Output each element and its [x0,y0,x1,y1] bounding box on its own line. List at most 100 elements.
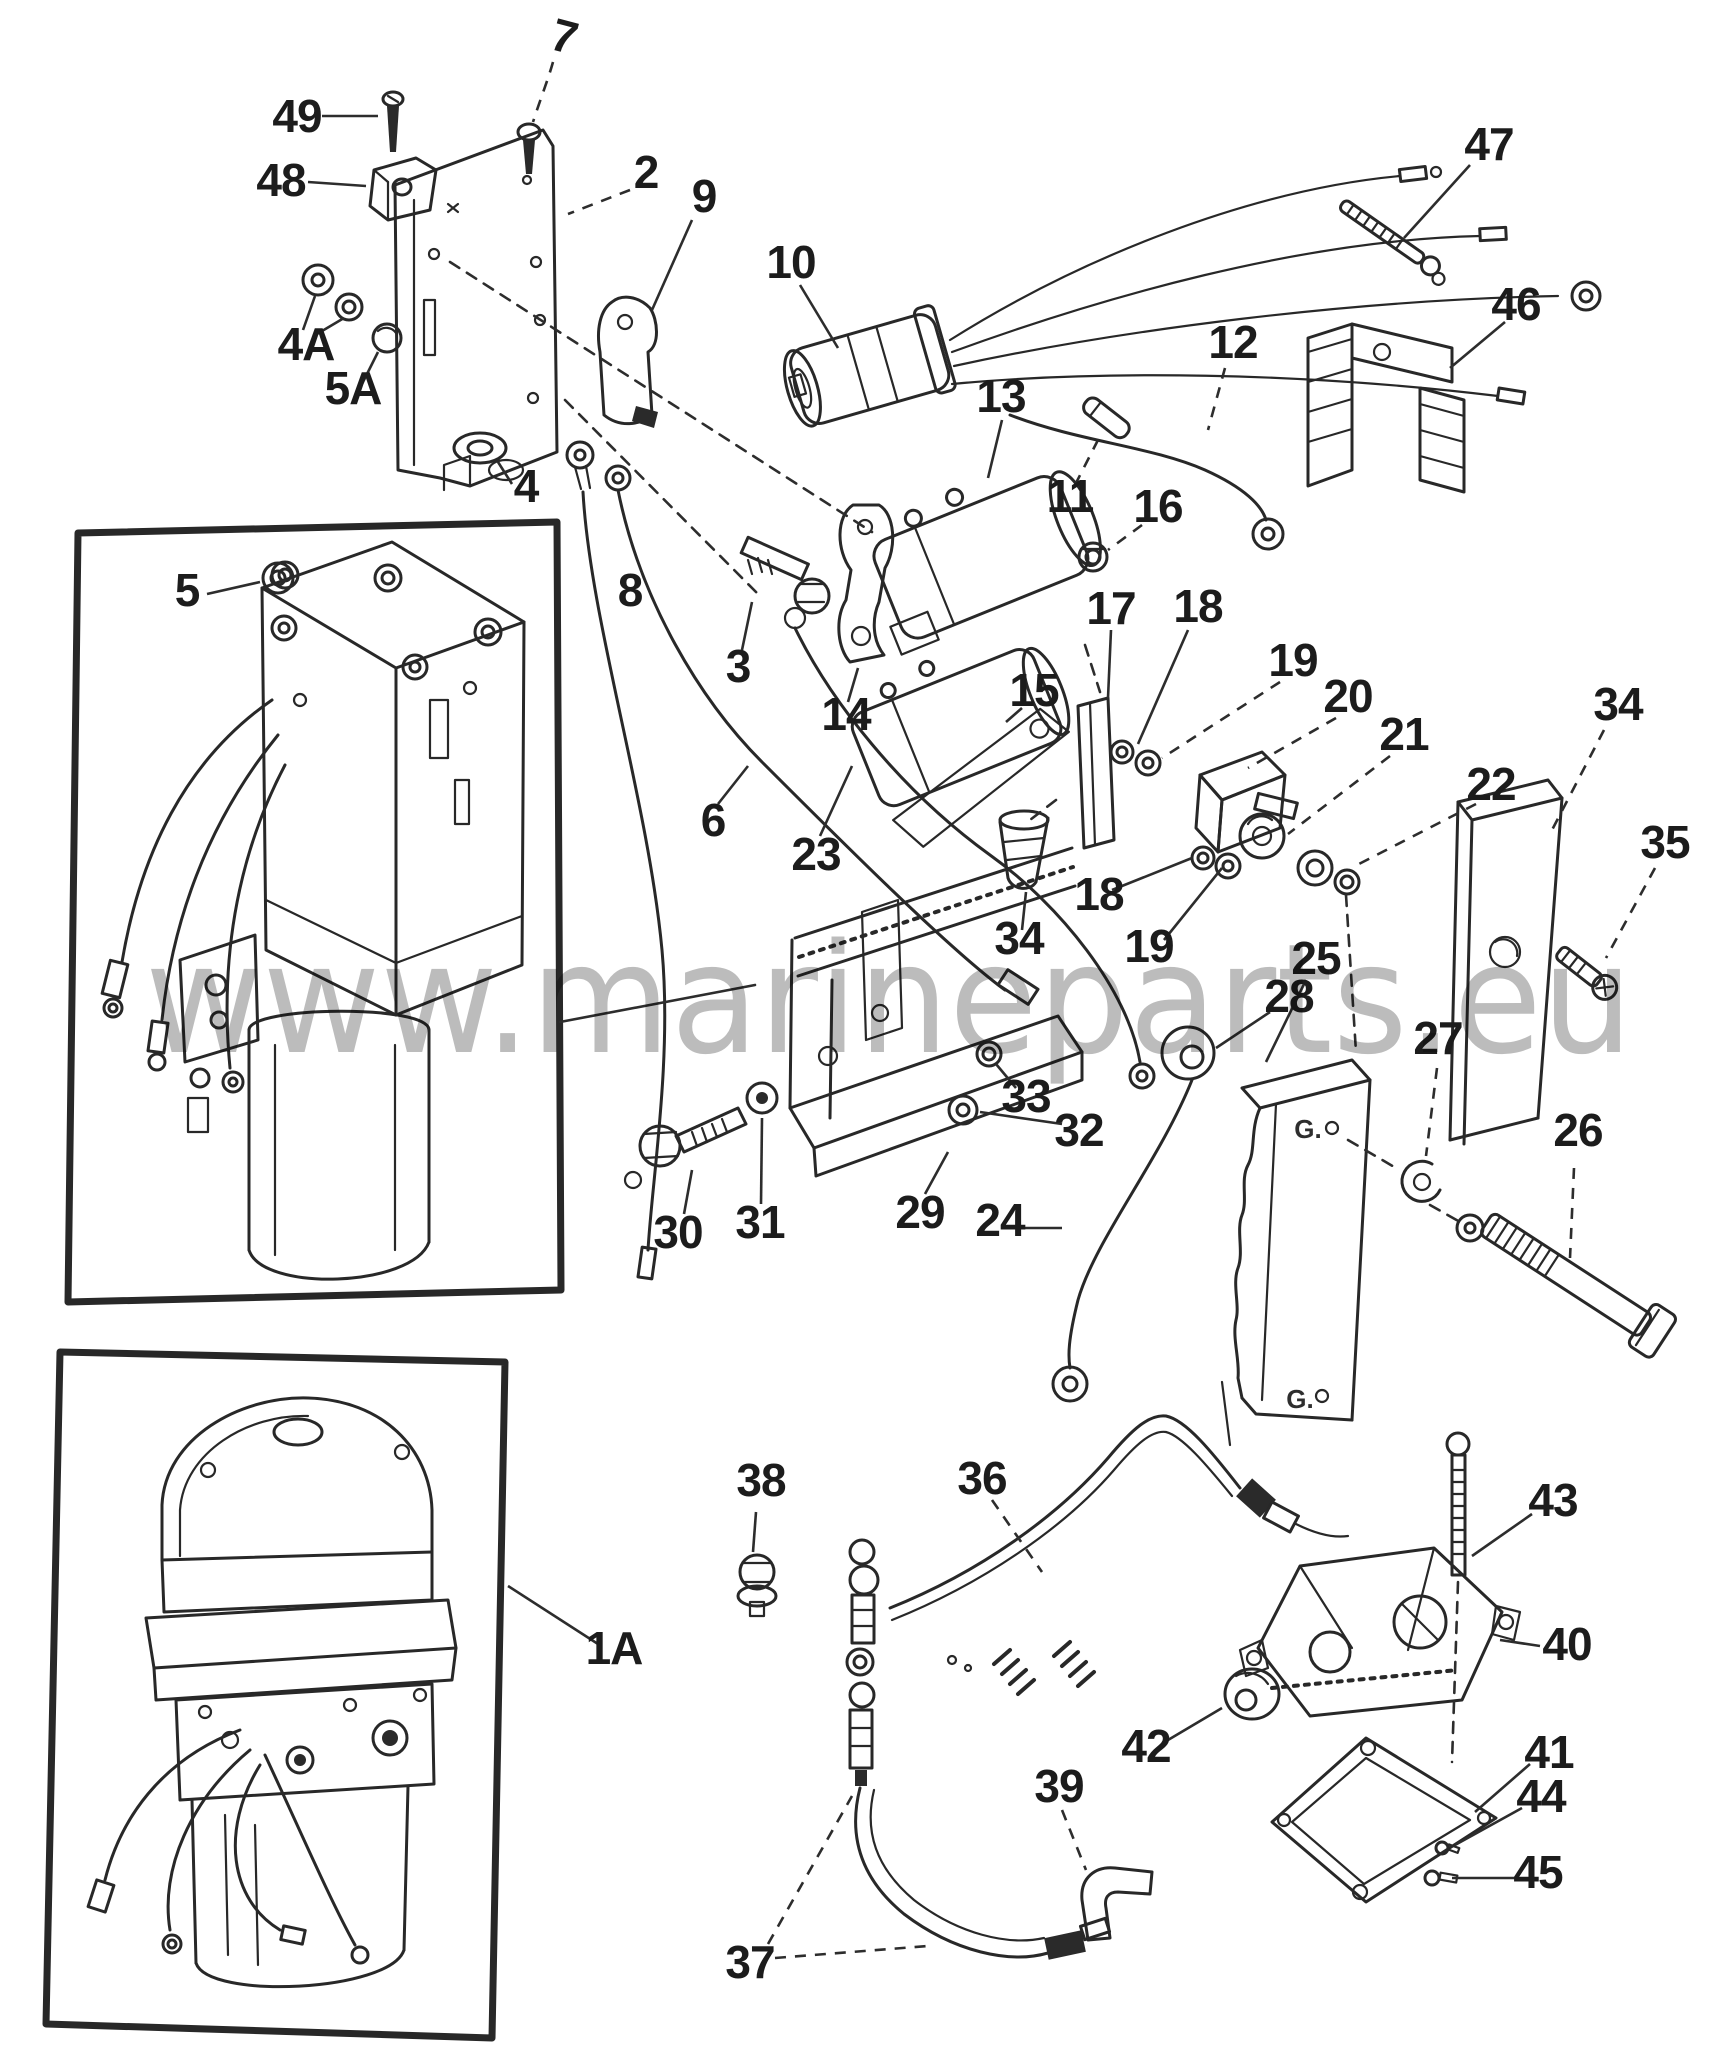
plate-25-marking-top: G. [1294,1114,1321,1144]
nut-33 [975,1040,1003,1068]
callout-29: 29 [895,1186,944,1238]
callout-10: 10 [766,236,815,288]
pump1a-wires [86,1728,370,1965]
callout-1a: 1A [586,1622,643,1674]
cable-12 [1008,413,1285,551]
callout-36: 36 [957,1452,1006,1504]
callout-34-left: 34 [994,912,1045,964]
washer-31 [745,1081,779,1115]
pump-motor-body [260,540,526,1017]
callout-33: 33 [1001,1070,1050,1122]
callout-18-lower: 18 [1074,868,1124,920]
bolt-3 [739,535,831,615]
leader-part-1 [558,983,757,1024]
callout-3: 3 [726,640,751,692]
callout-5a: 5A [325,362,382,414]
callout-19-lower: 19 [1124,920,1173,972]
callout-6: 6 [701,794,726,846]
diagram-art [42,90,1677,2042]
bolt-30 [638,1106,748,1168]
boot-34-left [998,809,1050,890]
callout-35: 35 [1640,816,1690,868]
lock-washer-27 [1400,1159,1442,1203]
hose-36 [888,1380,1350,1622]
plug-38 [736,1553,778,1618]
callout-39: 39 [1034,1760,1083,1812]
callout-45: 45 [1513,1846,1563,1898]
ball-5a [371,322,403,354]
inset-box-pump [64,518,565,1306]
callout-32: 32 [1054,1104,1103,1156]
screw-35 [1555,945,1619,1001]
callout-8: 8 [618,564,643,616]
knob-21 [1238,812,1286,860]
leader-lines [206,61,1657,1960]
screw-49 [381,90,405,152]
cable-8 [581,490,667,1281]
fitting-36-start [848,1538,880,1645]
callout-28: 28 [1264,970,1314,1022]
callout-12: 12 [1208,316,1257,368]
callout-5: 5 [175,564,200,616]
hose-37 [854,1786,1112,1960]
callout-34-right: 34 [1593,678,1644,730]
plate-17 [1076,696,1116,850]
solenoid-13 [872,470,1102,656]
bracket-9 [597,295,658,428]
grommet-42 [1223,1667,1281,1721]
clamp-block-48 [368,156,438,222]
callout-21: 21 [1379,708,1429,760]
cable-6 [616,488,1040,1006]
bolt-43 [1445,1431,1471,1764]
callout-22: 22 [1466,758,1515,810]
callout-26: 26 [1553,1104,1602,1156]
plate-25-marking-bottom: G. [1286,1384,1313,1414]
callout-37: 37 [725,1936,774,1988]
small-screw-set-a [946,1648,1036,1696]
callout-9: 9 [692,170,717,222]
ring-terminals-top [565,440,632,492]
bracket-29 [788,846,1084,1178]
pump1a-valve-body [174,1682,436,1802]
washer-4 [452,431,525,482]
callout-40: 40 [1542,1618,1591,1670]
screw-44 [1434,1840,1461,1856]
switch-bracket-20 [1194,750,1299,854]
heat-sink-bracket-46 [1306,322,1466,494]
fitting-37-start [845,1647,876,1786]
washer-26-small [1455,1213,1485,1243]
callout-4: 4 [514,460,540,512]
callout-15: 15 [1009,664,1059,716]
callout-16: 16 [1133,480,1182,532]
harness-connector-10 [782,304,957,428]
washer-nut-4a [301,263,364,322]
callout-41: 41 [1524,1726,1574,1778]
solenoid-15 [850,646,1071,848]
callout-labels: 7 49 48 2 9 10 13 11 12 16 47 46 4A 5A 4… [175,8,1691,1988]
pump1a-flange [144,1598,458,1702]
nut-18-washer-19-lower [1190,845,1242,880]
callout-18-upper: 18 [1173,580,1223,632]
cover-40 [1238,1546,1522,1718]
small-screw-set-b [1052,1640,1096,1688]
anchor-plate-25 [1233,1058,1372,1422]
elbow-39 [1080,1866,1154,1942]
callout-23: 23 [791,828,840,880]
callout-48: 48 [256,154,306,206]
callout-7: 7 [545,8,582,65]
pin-11 [1082,396,1131,440]
callout-27: 27 [1413,1012,1462,1064]
nut-18-washer-19-upper [1109,739,1162,777]
callout-30: 30 [653,1206,702,1258]
washer-nut-22-upper [1296,849,1361,896]
bracket-14 [837,503,895,664]
callout-11: 11 [1047,470,1094,522]
callout-20: 20 [1323,670,1372,722]
callout-42: 42 [1121,1720,1170,1772]
nut-5 [261,561,295,595]
pump1a-motor [160,1396,434,1614]
callout-31: 31 [735,1196,785,1248]
pump1a-cylinder [190,1784,410,1989]
